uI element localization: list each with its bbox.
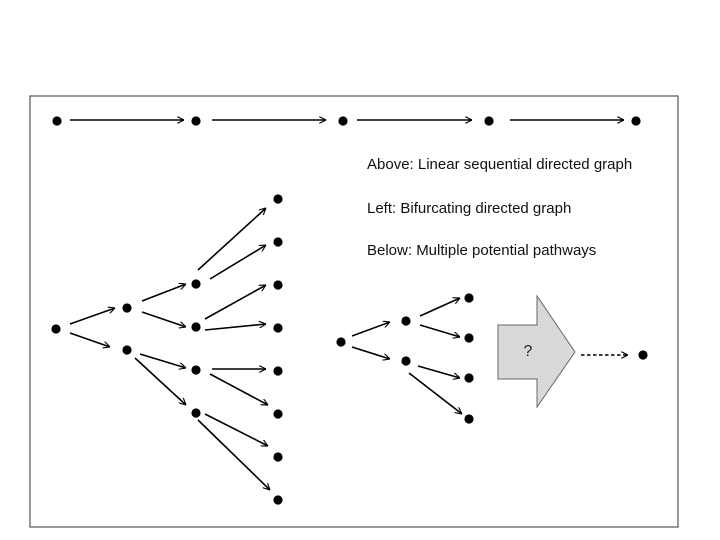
bifurcating-level3-node-4 — [191, 408, 201, 418]
unknown-step-arrow-layer — [497, 294, 576, 409]
nodes-layer — [51, 116, 648, 505]
linear-node-5 — [631, 116, 641, 126]
bifurcating-edge-7 — [197, 208, 266, 271]
bifurcating-leaf-node-3 — [273, 280, 283, 290]
bifurcating-leaf-node-5 — [273, 366, 283, 376]
caption-linear-graph: Above: Linear sequential directed graph — [367, 156, 633, 173]
bifurcating-leaf-node-2 — [273, 237, 283, 247]
caption-multiple-pathways: Below: Multiple potential pathways — [367, 242, 597, 259]
slide-frame — [29, 95, 679, 528]
bifurcating-edge-9 — [204, 284, 266, 320]
linear-node-3 — [338, 116, 348, 126]
bifurcating-level3-node-1 — [191, 279, 201, 289]
bifurcating-level2-node-2 — [122, 345, 132, 355]
bifurcating-edge-10 — [204, 324, 266, 331]
pathways-root-node — [336, 337, 346, 347]
bifurcating-edge-6 — [134, 357, 186, 405]
pathways-level2-node-1 — [401, 316, 411, 326]
pathways-edge-3 — [419, 298, 460, 317]
unknown-step-block-arrow — [497, 294, 576, 409]
bifurcating-edge-2 — [69, 332, 110, 347]
bifurcating-edge-14 — [197, 419, 270, 490]
bifurcating-edge-13 — [204, 413, 268, 447]
bifurcating-level3-node-3 — [191, 365, 201, 375]
bifurcating-edge-1 — [69, 308, 115, 325]
pathways-level2-node-2 — [401, 356, 411, 366]
linear-node-4 — [484, 116, 494, 126]
bifurcating-leaf-node-1 — [273, 194, 283, 204]
bifurcating-edge-4 — [141, 311, 186, 327]
result-node — [638, 350, 648, 360]
unknown-step-label: ? — [523, 343, 533, 360]
bifurcating-edge-8 — [209, 244, 266, 280]
edges-layer — [69, 120, 628, 490]
pathways-level3-node-3 — [464, 373, 474, 383]
pathways-edge-1 — [351, 322, 390, 337]
pathways-level3-node-1 — [464, 293, 474, 303]
bifurcating-edge-5 — [139, 353, 186, 368]
bifurcating-level3-node-2 — [191, 322, 201, 332]
bifurcating-level2-node-1 — [122, 303, 132, 313]
bifurcating-edge-3 — [141, 284, 186, 302]
linear-node-2 — [191, 116, 201, 126]
bifurcating-leaf-node-8 — [273, 495, 283, 505]
bifurcating-leaf-node-6 — [273, 409, 283, 419]
bifurcating-edge-12 — [209, 373, 268, 406]
pathways-edge-4 — [419, 324, 460, 337]
bifurcating-leaf-node-7 — [273, 452, 283, 462]
pathways-edge-6 — [408, 372, 462, 414]
pathways-level3-node-2 — [464, 333, 474, 343]
bifurcating-leaf-node-4 — [273, 323, 283, 333]
pathways-level3-node-4 — [464, 414, 474, 424]
pathways-edge-2 — [351, 346, 390, 359]
bifurcating-root-node — [51, 324, 61, 334]
caption-bifurcating-graph: Left: Bifurcating directed graph — [367, 200, 572, 217]
linear-node-1 — [52, 116, 62, 126]
pathways-edge-5 — [417, 365, 460, 378]
